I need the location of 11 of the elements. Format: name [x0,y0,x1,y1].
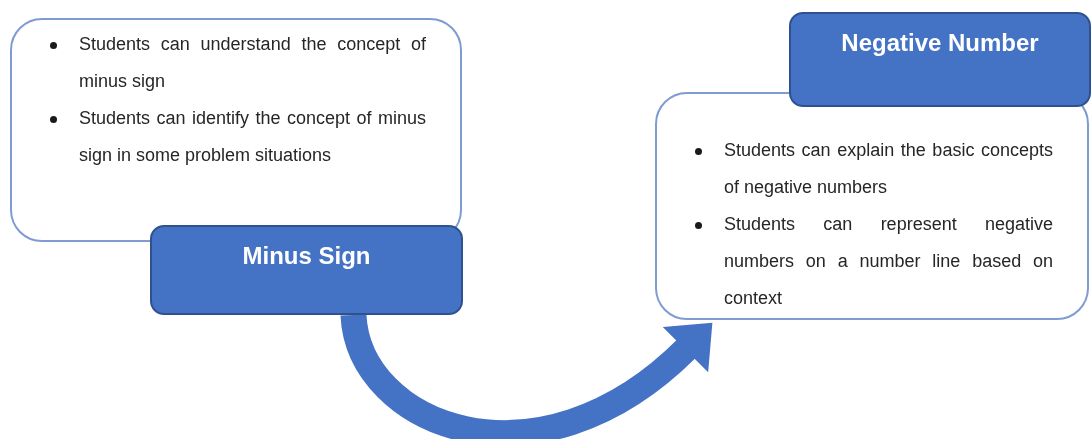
content-box [655,92,1089,320]
content-box [10,18,462,242]
title-text: Negative Number [841,28,1039,58]
bullet-text: Students can identify the concept of minus sign in some problem situations [79,107,426,167]
curved-arrow [340,312,715,439]
title-box [789,12,1091,107]
bullet-text: Students can explain the basic concepts of negative numbers [724,139,1053,199]
title-box [150,225,463,315]
title-text: Minus Sign [242,241,371,271]
bullet-text: Students can represent negative numbers on a number line based on context [724,213,1053,310]
bullet-text: Students can understand the concept of minus sign [79,33,426,93]
